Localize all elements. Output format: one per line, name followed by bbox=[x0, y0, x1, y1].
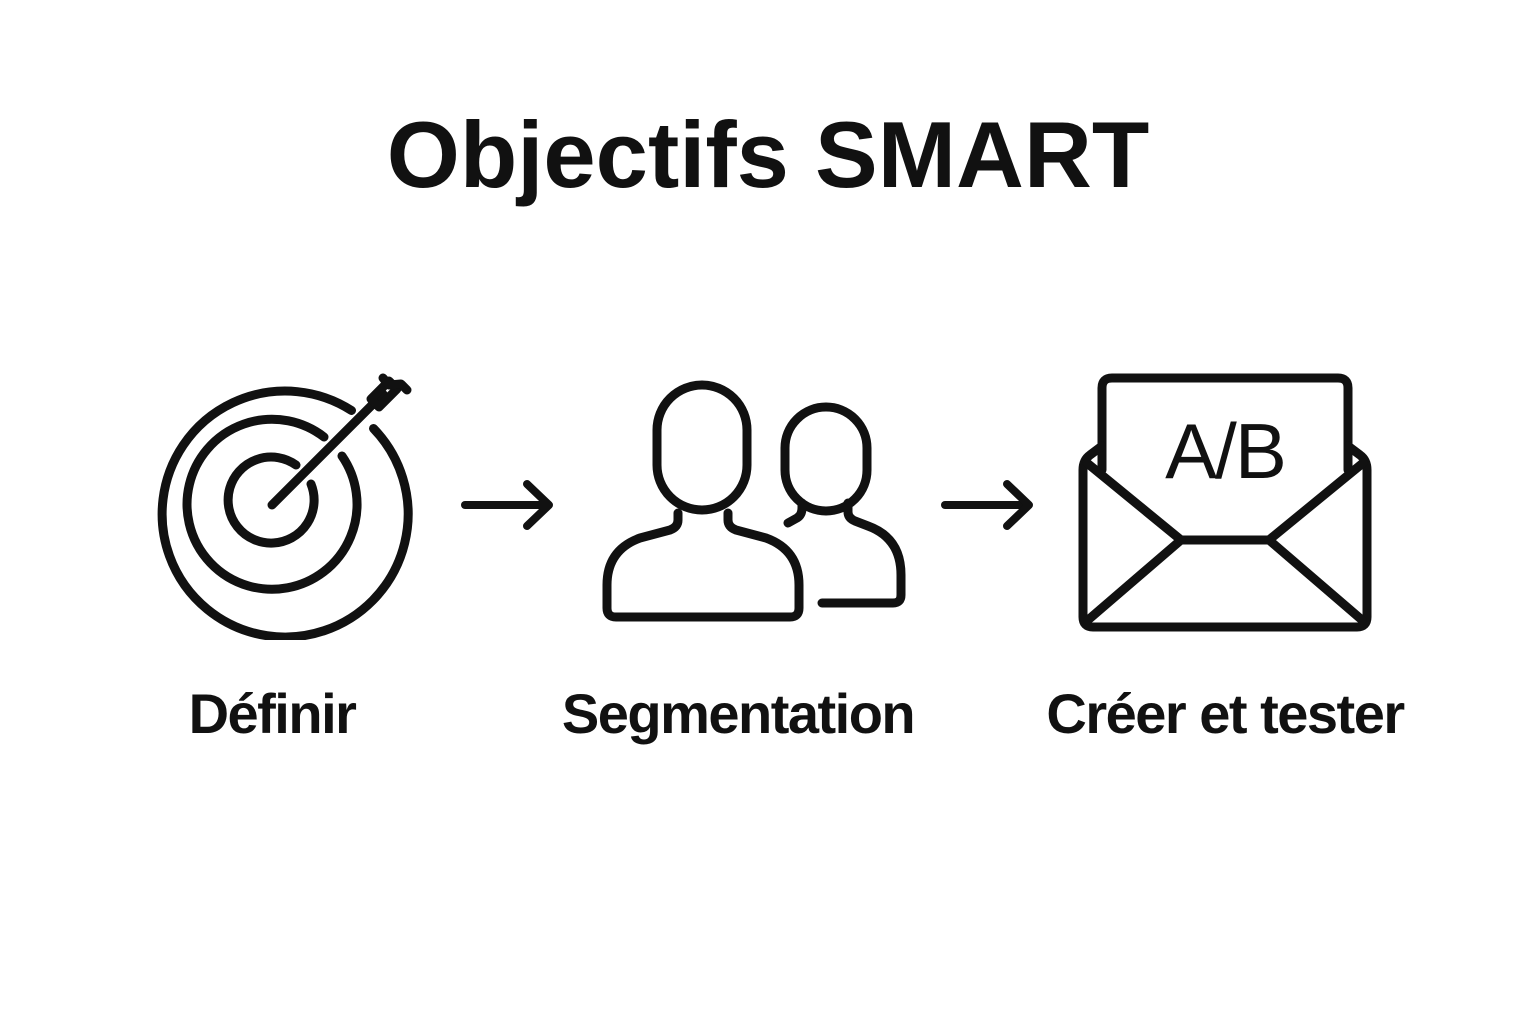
step-label-segmentation: Segmentation bbox=[561, 682, 916, 745]
step-label-create-test: Créer et tester bbox=[1046, 682, 1405, 745]
target-arrow-icon bbox=[157, 373, 413, 640]
envelope-ab-test-icon bbox=[1078, 373, 1372, 632]
ab-test-text: A/B bbox=[1165, 407, 1287, 495]
diagram-title: Objectifs SMART bbox=[386, 102, 1150, 207]
arrow-right-icon bbox=[461, 480, 553, 530]
step-label-define: Définir bbox=[188, 682, 357, 745]
arrow-right-icon bbox=[941, 480, 1033, 530]
users-group-icon bbox=[602, 380, 906, 622]
